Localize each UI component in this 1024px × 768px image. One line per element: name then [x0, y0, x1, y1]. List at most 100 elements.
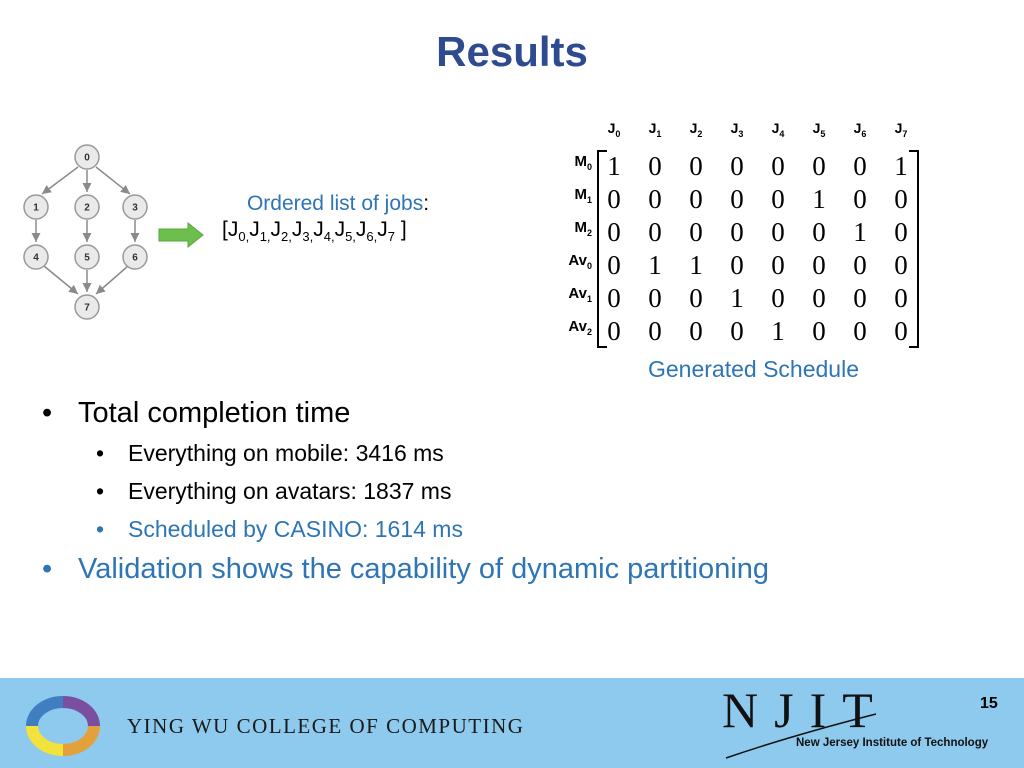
- job-letter: J: [377, 218, 388, 241]
- dag-node-1: [23, 194, 49, 220]
- ordered-list-heading-text: Ordered list of jobs: [246, 192, 424, 215]
- matrix-cell: 0: [894, 184, 908, 214]
- bullet-mobile: Everything on mobile: 3416 ms: [40, 434, 1000, 472]
- matrix-cell: 0: [648, 316, 662, 346]
- matrix-cell: 0: [894, 283, 908, 313]
- matrix-cell: 0: [607, 184, 621, 214]
- dag-node-label: 6: [132, 253, 138, 264]
- matrix-cell: 1: [812, 184, 826, 214]
- footer-banner: YING WU COLLEGE OF COMPUTING NJIT New Je…: [0, 678, 1024, 768]
- right-arrow-icon: [158, 222, 204, 248]
- matrix-cell: 0: [607, 250, 621, 280]
- matrix-cell: 1: [689, 250, 703, 280]
- job-letter: J: [270, 218, 282, 241]
- matrix-column-header: J2: [689, 120, 703, 139]
- matrix-cell: 0: [853, 283, 867, 313]
- matrix-cell: 0: [771, 184, 785, 214]
- job-index: 3,: [302, 229, 314, 245]
- njit-logo: NJIT: [722, 682, 889, 738]
- matrix-right-bracket: [909, 150, 919, 348]
- dag-node-6: [122, 244, 148, 270]
- matrix-cell: 0: [853, 184, 867, 214]
- matrix-row-header: Av0: [568, 252, 592, 271]
- matrix-cell: 0: [730, 217, 744, 247]
- matrix-cell: 0: [812, 217, 826, 247]
- matrix-cell: 0: [689, 217, 703, 247]
- njit-logo-swoosh: [725, 713, 877, 759]
- matrix-cell: 0: [812, 283, 826, 313]
- dag-node-label: 0: [84, 153, 90, 164]
- bullet-validation: Validation shows the capability of dynam…: [40, 550, 1000, 590]
- matrix-cell: 1: [648, 250, 662, 280]
- bullet-casino: Scheduled by CASINO: 1614 ms: [40, 510, 1000, 548]
- job-sequence: [J0,J1,J2,J3,J4,J5,J6,J7 ]: [218, 218, 458, 244]
- matrix-cell: 0: [689, 283, 703, 313]
- matrix-cell: 1: [607, 151, 621, 181]
- ordered-list-colon: :: [423, 192, 430, 215]
- dag-node-2: [74, 194, 100, 220]
- job-letter: J: [334, 218, 346, 241]
- page-number: 15: [980, 695, 998, 712]
- matrix-column-header: J3: [730, 120, 744, 139]
- matrix-cell: 0: [607, 283, 621, 313]
- matrix-column-header: J0: [607, 120, 621, 139]
- dag-node-3: [122, 194, 148, 220]
- matrix-cell: 0: [648, 184, 662, 214]
- dag-node-4: [23, 244, 49, 270]
- matrix-cell: 0: [894, 217, 908, 247]
- matrix-cell: 0: [730, 316, 744, 346]
- matrix-cell: 0: [730, 250, 744, 280]
- matrix-cell: 1: [853, 217, 867, 247]
- matrix-row-header: Av1: [568, 285, 592, 304]
- matrix-column-header: J4: [771, 120, 785, 139]
- matrix-cell: 1: [771, 316, 785, 346]
- matrix-cell: 1: [730, 283, 744, 313]
- matrix-cell: 0: [853, 316, 867, 346]
- job-letter: J: [227, 218, 239, 241]
- list-open-bracket: [: [222, 218, 228, 241]
- matrix-column-header: J1: [648, 120, 662, 139]
- matrix-left-bracket: [597, 150, 607, 348]
- ordered-list-heading: Ordered list of jobs:: [218, 192, 458, 216]
- job-letter: J: [249, 218, 260, 241]
- job-index: 4,: [323, 229, 335, 245]
- list-close-bracket: ]: [394, 218, 407, 241]
- dag-node-5: [74, 244, 100, 270]
- job-index: 5,: [345, 229, 356, 245]
- matrix-cell: 0: [853, 151, 867, 181]
- matrix-cell: 0: [812, 151, 826, 181]
- job-letter: J: [313, 218, 324, 241]
- matrix-row-header: Av2: [568, 318, 592, 337]
- college-name: YING WU COLLEGE OF COMPUTING: [127, 714, 525, 738]
- dag-edges: [31, 166, 140, 295]
- matrix-row-header: M0: [574, 153, 592, 172]
- matrix-cell: 0: [689, 316, 703, 346]
- ordered-job-list: Ordered list of jobs: [J0,J1,J2,J3,J4,J5…: [218, 192, 458, 244]
- matrix-cell: 0: [771, 283, 785, 313]
- job-letter: J: [291, 218, 303, 241]
- college-logo-icon: [26, 696, 100, 756]
- matrix-cell: 0: [771, 151, 785, 181]
- njit-full-name: New Jersey Institute of Technology: [796, 737, 989, 749]
- matrix-cell: 0: [648, 283, 662, 313]
- matrix-cell: 0: [894, 316, 908, 346]
- dag-node-label: 7: [84, 303, 90, 314]
- slide-title: Results: [436, 28, 588, 75]
- job-letter: J: [355, 218, 367, 241]
- matrix-row-header: M2: [574, 219, 592, 238]
- job-index: 6,: [366, 229, 378, 245]
- job-index: 2,: [281, 229, 292, 245]
- bullet-list: Total completion time Everything on mobi…: [40, 394, 1000, 590]
- matrix-cell: 0: [607, 316, 621, 346]
- matrix-cell: 0: [648, 151, 662, 181]
- job-index: 0,: [238, 229, 250, 245]
- matrix-cell: 0: [853, 250, 867, 280]
- dag-node-label: 1: [33, 203, 39, 214]
- matrix-cell: 0: [771, 217, 785, 247]
- matrix-cell: 0: [812, 316, 826, 346]
- job-index: 7: [387, 229, 395, 245]
- matrix-cell: 0: [689, 184, 703, 214]
- matrix-caption: Generated Schedule: [648, 356, 859, 382]
- bullet-avatars: Everything on avatars: 1837 ms: [40, 472, 1000, 510]
